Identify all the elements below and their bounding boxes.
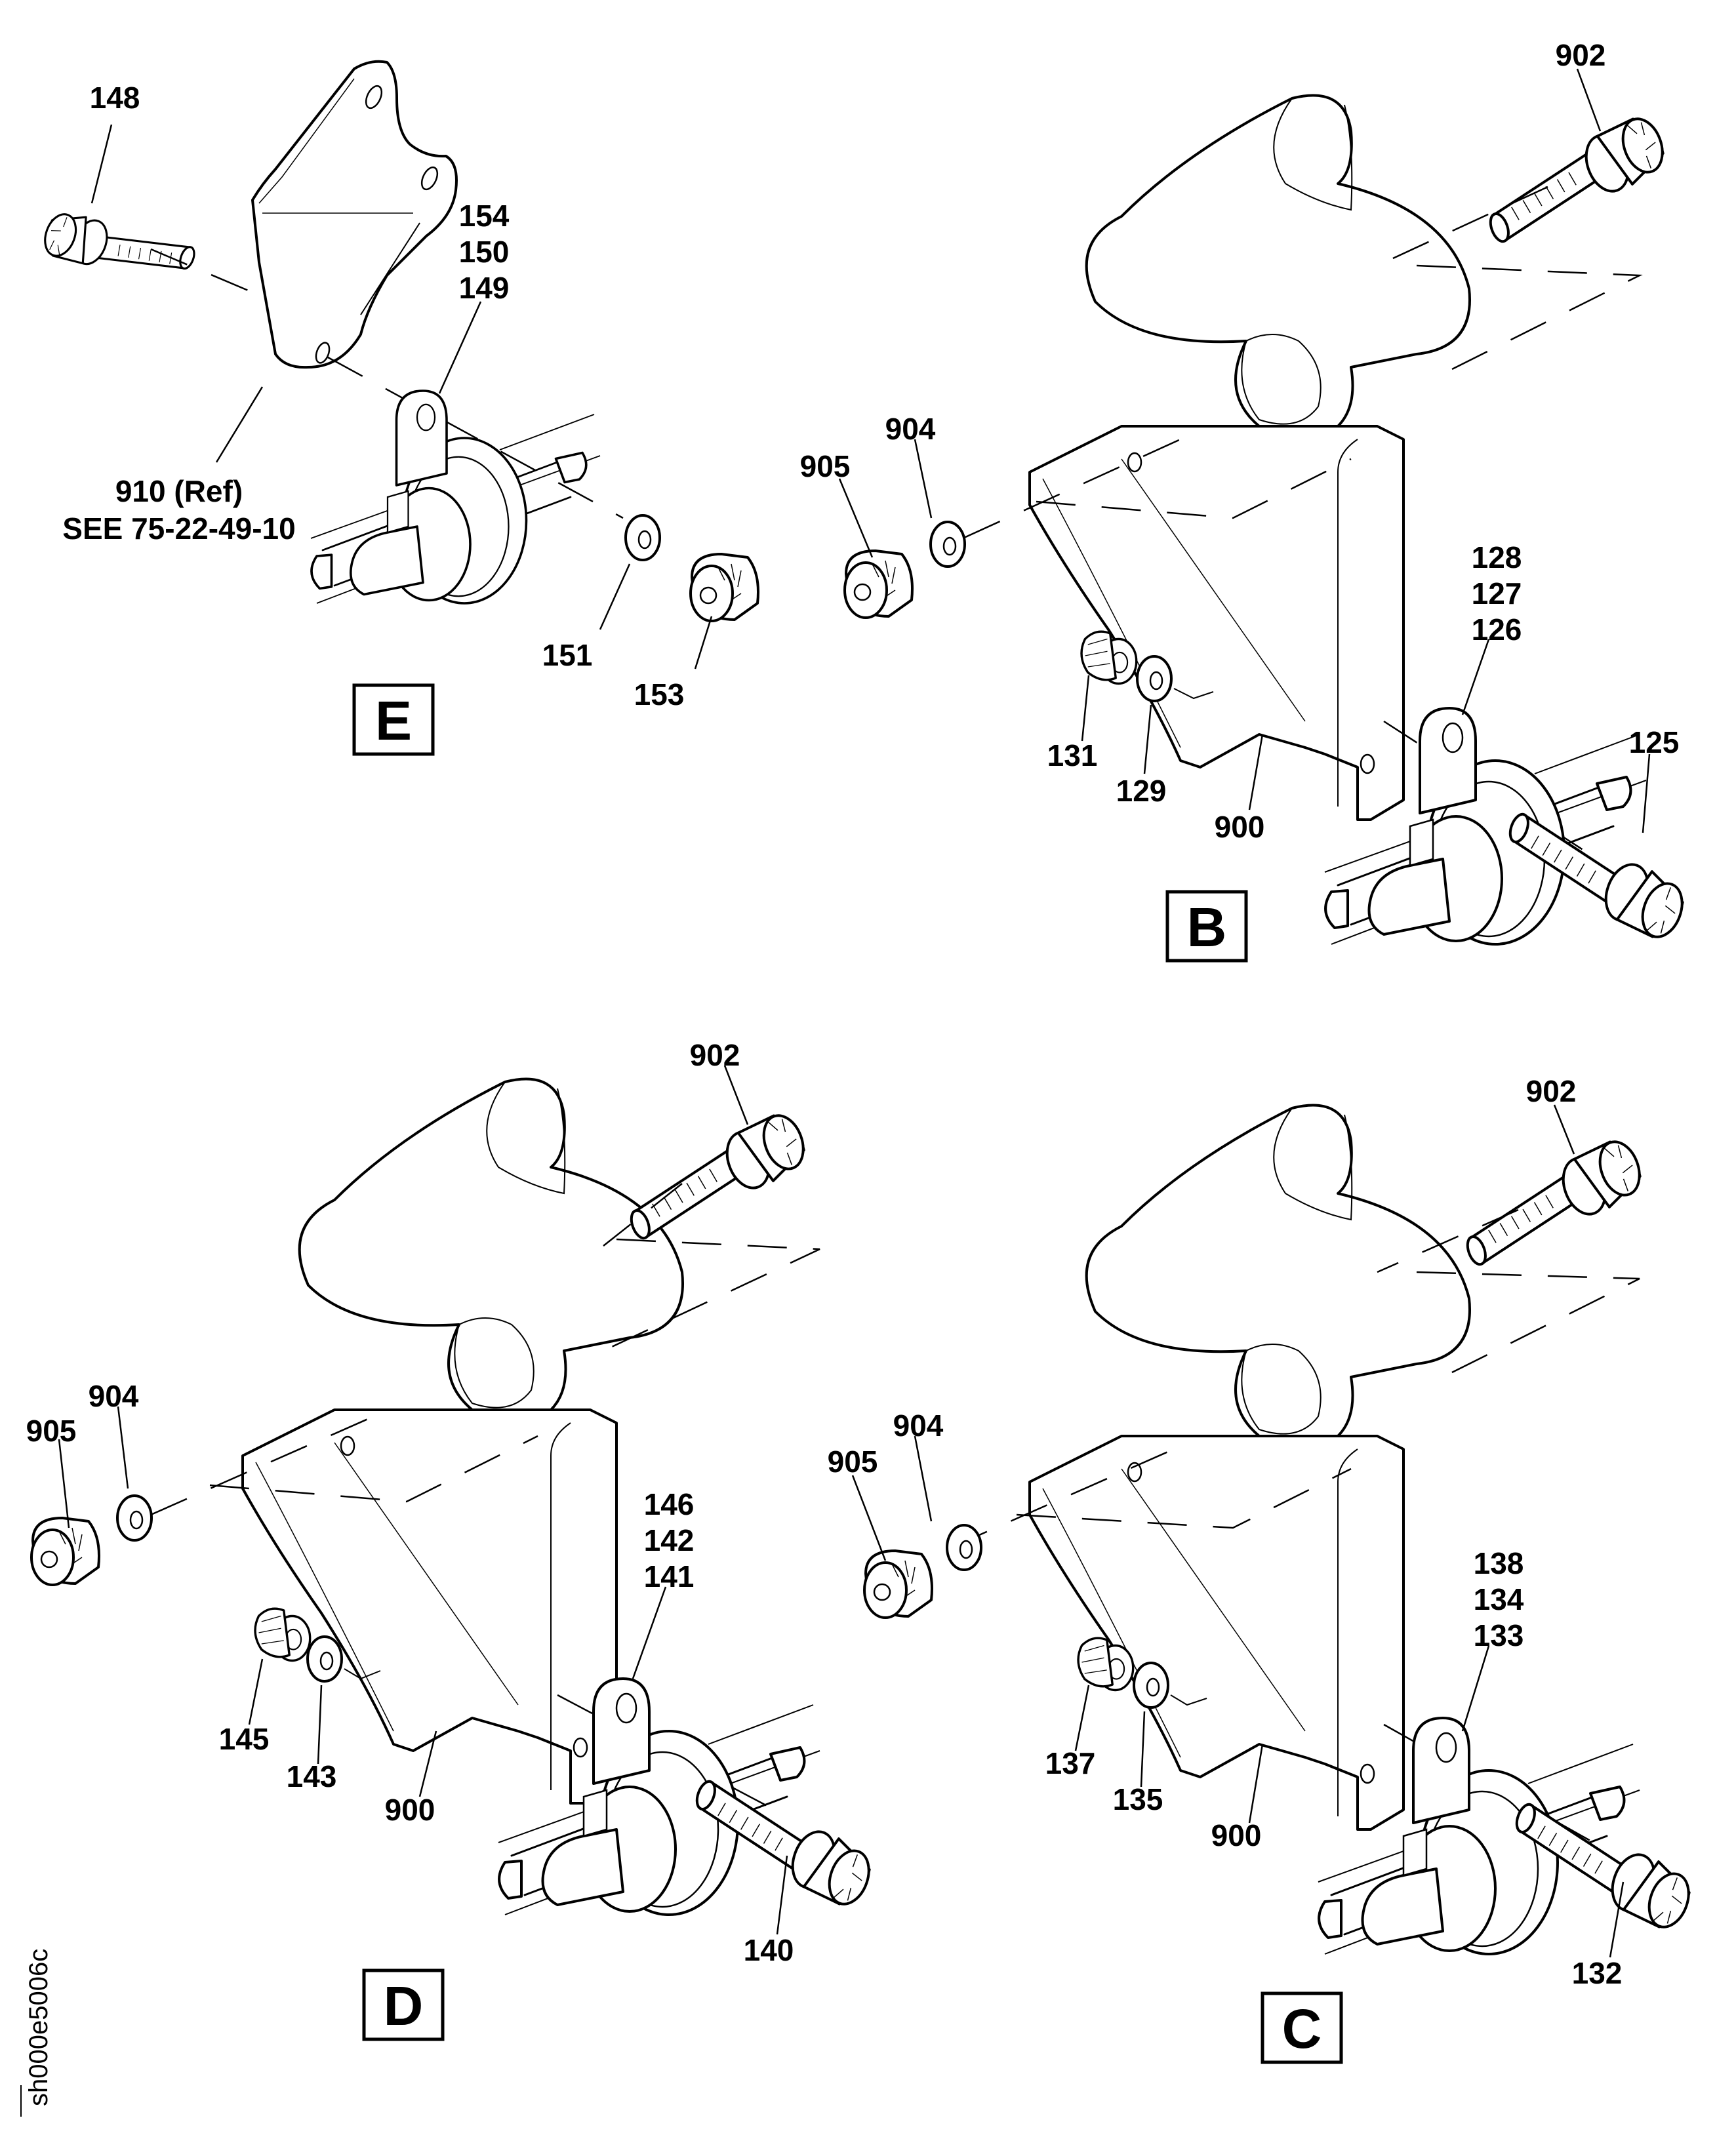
callout-904: 904 bbox=[89, 1379, 139, 1413]
callout-902: 902 bbox=[1556, 38, 1606, 72]
callout-902: 902 bbox=[1526, 1074, 1577, 1108]
callout-904: 904 bbox=[885, 412, 936, 446]
callout-900: 900 bbox=[1211, 1818, 1262, 1852]
callout-154: 154 bbox=[459, 199, 510, 233]
callout-149: 149 bbox=[459, 271, 510, 305]
callout-905: 905 bbox=[828, 1445, 878, 1479]
callout-132: 132 bbox=[1572, 1956, 1623, 1990]
svg-text:D: D bbox=[384, 1975, 424, 2037]
washer-135 bbox=[1133, 1662, 1169, 1709]
callout-140: 140 bbox=[744, 1933, 794, 1967]
callout-137: 137 bbox=[1045, 1746, 1096, 1780]
washer-129 bbox=[1136, 655, 1173, 702]
callout-142: 142 bbox=[644, 1523, 695, 1557]
callout-902: 902 bbox=[690, 1038, 740, 1072]
svg-text:B: B bbox=[1187, 896, 1227, 958]
nut-153 bbox=[689, 553, 759, 622]
plate-910 bbox=[251, 60, 458, 369]
callout-131: 131 bbox=[1047, 738, 1098, 772]
callout-128: 128 bbox=[1472, 540, 1522, 574]
washer-904 bbox=[929, 521, 966, 568]
svg-text:E: E bbox=[375, 690, 412, 751]
callout-127: 127 bbox=[1472, 576, 1522, 610]
callout-135: 135 bbox=[1113, 1782, 1163, 1816]
callout-134: 134 bbox=[1474, 1582, 1524, 1616]
section-label-d: D bbox=[362, 1968, 445, 2041]
callout-900: 900 bbox=[385, 1793, 435, 1827]
callout-143: 143 bbox=[287, 1759, 337, 1793]
callout-904: 904 bbox=[893, 1408, 944, 1443]
washer-151 bbox=[624, 514, 661, 561]
bracket-900 bbox=[1028, 94, 1471, 821]
callout-138: 138 bbox=[1474, 1546, 1524, 1580]
nut-905 bbox=[30, 1517, 100, 1586]
clamp-149 bbox=[310, 389, 601, 605]
callout-905: 905 bbox=[26, 1414, 77, 1448]
view-e: 148 154 150 149 910 (Ref) SEE 75-22-49-1… bbox=[38, 60, 759, 756]
section-label-b: B bbox=[1165, 890, 1248, 963]
section-label-e: E bbox=[352, 683, 435, 756]
bracket-900 bbox=[1028, 1104, 1471, 1831]
callout-900: 900 bbox=[1215, 810, 1265, 844]
bolt-902 bbox=[1471, 111, 1676, 245]
callout-see-reference: SEE 75-22-49-10 bbox=[62, 511, 295, 546]
view-d: 902 904 905 146 142 141 145 143 900 140 … bbox=[26, 1038, 883, 2041]
washer-904 bbox=[116, 1494, 153, 1542]
callout-153: 153 bbox=[634, 677, 685, 711]
view-b: 902 904 905 128 127 126 131 129 900 125 … bbox=[800, 38, 1696, 963]
bolt-148 bbox=[38, 197, 198, 302]
callout-151: 151 bbox=[542, 638, 593, 672]
callout-133: 133 bbox=[1474, 1618, 1524, 1652]
callout-146: 146 bbox=[644, 1487, 695, 1521]
callout-905: 905 bbox=[800, 449, 851, 483]
section-label-c: C bbox=[1261, 1991, 1343, 2064]
callout-148: 148 bbox=[90, 81, 140, 115]
bolt-902 bbox=[612, 1108, 817, 1242]
washer-143 bbox=[306, 1635, 343, 1683]
callout-145: 145 bbox=[219, 1722, 270, 1756]
nut-145 bbox=[254, 1607, 312, 1662]
callout-141: 141 bbox=[644, 1559, 695, 1593]
callout-126: 126 bbox=[1472, 612, 1522, 647]
nut-905 bbox=[843, 549, 914, 619]
view-c: 902 904 905 138 134 133 137 135 900 132 … bbox=[828, 1074, 1703, 2064]
callout-910-ref: 910 (Ref) bbox=[115, 474, 243, 508]
drawing-code: sh000e5006c bbox=[24, 1949, 53, 2106]
callout-129: 129 bbox=[1116, 774, 1167, 808]
callout-125: 125 bbox=[1629, 725, 1680, 759]
bolt-902 bbox=[1448, 1134, 1653, 1268]
svg-text:C: C bbox=[1282, 1998, 1322, 2060]
nut-905 bbox=[863, 1549, 933, 1619]
washer-904 bbox=[946, 1524, 982, 1571]
callout-150: 150 bbox=[459, 235, 510, 269]
